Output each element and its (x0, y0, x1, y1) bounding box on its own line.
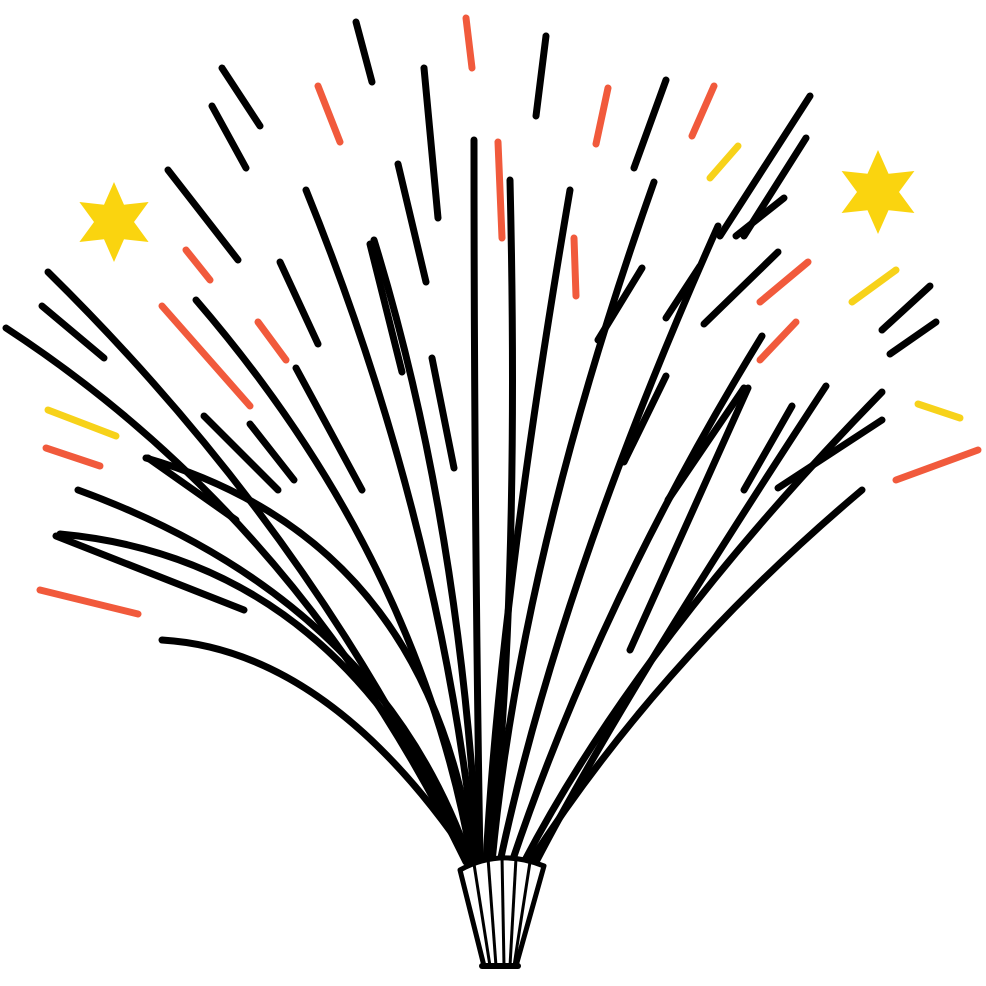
spark-17 (44, 406, 120, 440)
trail-21 (700, 248, 782, 328)
streak-14 (508, 332, 766, 866)
streak-17 (532, 382, 830, 866)
trail-5 (38, 302, 108, 362)
tube-rib-4 (508, 857, 518, 967)
tube-rib-1 (472, 863, 492, 967)
trail-26 (740, 402, 796, 494)
streak-5 (158, 636, 476, 866)
firework-tube-icon (457, 855, 547, 969)
trail-18 (594, 264, 646, 344)
trail-24 (620, 372, 670, 466)
trail-14 (144, 454, 240, 524)
spark-13 (36, 586, 142, 618)
firework-trails (38, 18, 940, 654)
spark-12 (42, 444, 104, 470)
spark-10 (756, 258, 812, 306)
star-icon-right (841, 150, 915, 234)
firework-sparks (36, 14, 982, 618)
trail-15 (52, 532, 248, 614)
streak-10 (470, 136, 484, 866)
spark-2 (314, 82, 344, 146)
trail-19 (662, 262, 704, 322)
trail-27 (774, 416, 886, 492)
trail-30 (626, 384, 752, 654)
streak-4 (74, 486, 474, 866)
streak-1 (2, 324, 470, 866)
spark-18 (914, 400, 964, 422)
spark-16 (848, 266, 900, 306)
trail-28 (878, 282, 934, 334)
spark-3 (494, 138, 506, 242)
trail-10 (428, 354, 458, 472)
spark-8 (158, 302, 254, 410)
trail-29 (886, 318, 940, 358)
spark-4 (592, 84, 612, 148)
trail-22 (716, 92, 814, 240)
trail-3 (208, 102, 250, 172)
tube-rib-2 (486, 857, 498, 967)
spark-15 (706, 142, 742, 182)
spark-7 (182, 246, 214, 284)
firework-stars (79, 150, 915, 262)
streak-11 (482, 186, 574, 866)
streak-18 (486, 176, 516, 866)
trail-7 (366, 240, 406, 376)
trail-11 (200, 412, 282, 494)
trail-4 (164, 166, 242, 264)
streak-13 (496, 222, 722, 866)
streak-3 (56, 530, 474, 866)
streak-9 (370, 236, 482, 866)
spark-1 (462, 14, 476, 72)
streak-12 (488, 178, 658, 866)
trail-2 (218, 64, 264, 130)
spark-5 (688, 82, 718, 140)
trail-23 (740, 134, 810, 240)
trail-25 (664, 384, 748, 504)
streak-16 (526, 486, 866, 866)
trail-12 (246, 420, 298, 484)
trail-6 (276, 258, 322, 348)
trail-8 (394, 160, 430, 286)
tube-rib-5 (512, 861, 532, 967)
streak-7 (142, 454, 478, 866)
trail-17 (630, 76, 670, 172)
spark-11 (756, 318, 800, 364)
trail-13 (292, 364, 366, 494)
trail-9 (420, 64, 442, 222)
tube-rib-3 (500, 855, 506, 967)
spark-6 (570, 234, 580, 300)
star-icon-left (79, 182, 149, 262)
streak-8 (302, 186, 480, 866)
spark-9 (254, 318, 290, 364)
spark-14 (892, 446, 982, 484)
trail-16 (532, 32, 550, 120)
firework-streaks (2, 136, 886, 866)
trail-1 (352, 18, 376, 86)
